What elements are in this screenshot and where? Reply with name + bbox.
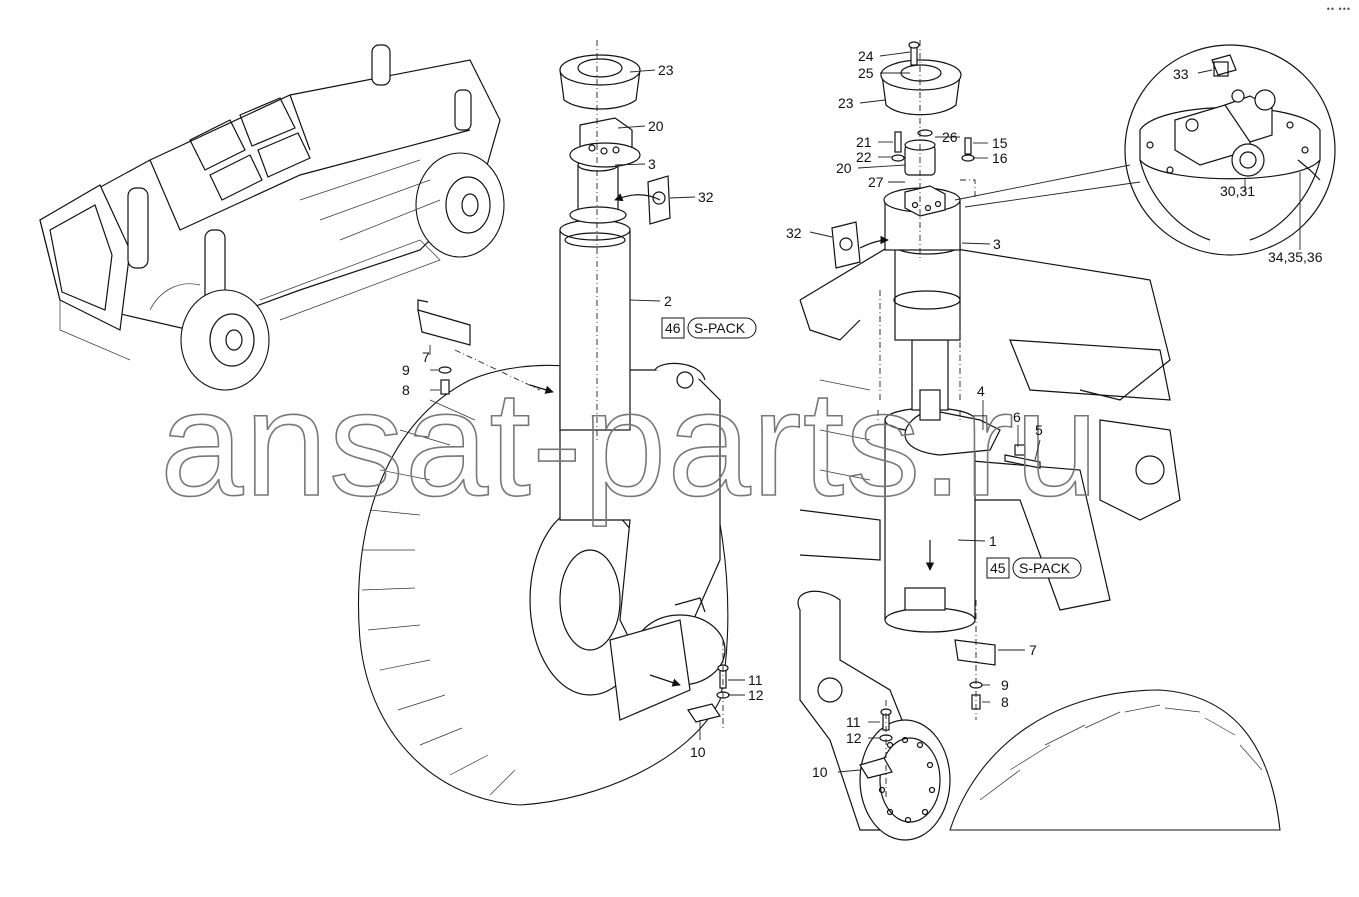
callout-11-left: 11 bbox=[748, 672, 763, 688]
right-assembly bbox=[797, 40, 1281, 841]
callout-4: 4 bbox=[977, 383, 985, 399]
callout-8-right: 8 bbox=[1001, 694, 1009, 710]
callout-20-right: 20 bbox=[836, 160, 852, 176]
callout-30-31: 30,31 bbox=[1220, 183, 1255, 199]
pack-label: S-PACK bbox=[1019, 560, 1071, 576]
callout-24: 24 bbox=[858, 48, 874, 64]
callout-10-left: 10 bbox=[690, 744, 706, 760]
callout-6: 6 bbox=[1013, 409, 1021, 425]
callout-10-right: 10 bbox=[812, 764, 828, 780]
callout-20-left: 20 bbox=[648, 118, 664, 134]
leader-lines bbox=[429, 51, 1301, 773]
callout-2-left: 2 bbox=[664, 293, 672, 309]
pack-number: 45 bbox=[990, 560, 1006, 576]
callout-8-left: 8 bbox=[402, 382, 410, 398]
callout-25: 25 bbox=[858, 65, 874, 81]
callout-1: 1 bbox=[989, 533, 997, 549]
callout-5: 5 bbox=[1035, 422, 1043, 438]
callout-16: 16 bbox=[992, 150, 1008, 166]
left-assembly bbox=[357, 40, 730, 806]
callout-11-right: 11 bbox=[846, 714, 861, 730]
s-pack-45: 45 S-PACK bbox=[986, 557, 1082, 579]
callout-15: 15 bbox=[992, 135, 1008, 151]
callout-23-right: 23 bbox=[838, 95, 854, 111]
pack-label: S-PACK bbox=[694, 320, 746, 336]
callout-26: 26 bbox=[942, 129, 958, 145]
callout-12-left: 12 bbox=[748, 687, 764, 703]
detail-view bbox=[954, 44, 1336, 256]
callout-3-left: 3 bbox=[648, 156, 656, 172]
callout-33: 33 bbox=[1173, 66, 1189, 82]
corner-mark: •• ••• bbox=[1326, 4, 1351, 14]
pack-number: 46 bbox=[665, 320, 681, 336]
watermark: ansat-parts.ru bbox=[160, 359, 1099, 527]
callout-12-right: 12 bbox=[846, 730, 862, 746]
callout-9-right: 9 bbox=[1001, 677, 1009, 693]
callout-21: 21 bbox=[856, 134, 872, 150]
callout-34-35-36: 34,35,36 bbox=[1268, 249, 1323, 265]
callout-23-left: 23 bbox=[658, 62, 674, 78]
callout-7-right: 7 bbox=[1029, 642, 1037, 658]
s-pack-46: 46 S-PACK bbox=[661, 317, 757, 339]
callout-27: 27 bbox=[868, 174, 884, 190]
machine-overview bbox=[39, 44, 505, 391]
callout-22: 22 bbox=[856, 149, 872, 165]
callout-9-left: 9 bbox=[402, 362, 410, 378]
callout-32-right: 32 bbox=[786, 225, 802, 241]
callout-7-left: 7 bbox=[422, 349, 430, 365]
callouts: 23 20 3 32 2 7 9 8 11 12 10 24 25 23 21 … bbox=[402, 48, 1323, 780]
callout-32-left: 32 bbox=[698, 189, 714, 205]
callout-3-right: 3 bbox=[993, 236, 1001, 252]
